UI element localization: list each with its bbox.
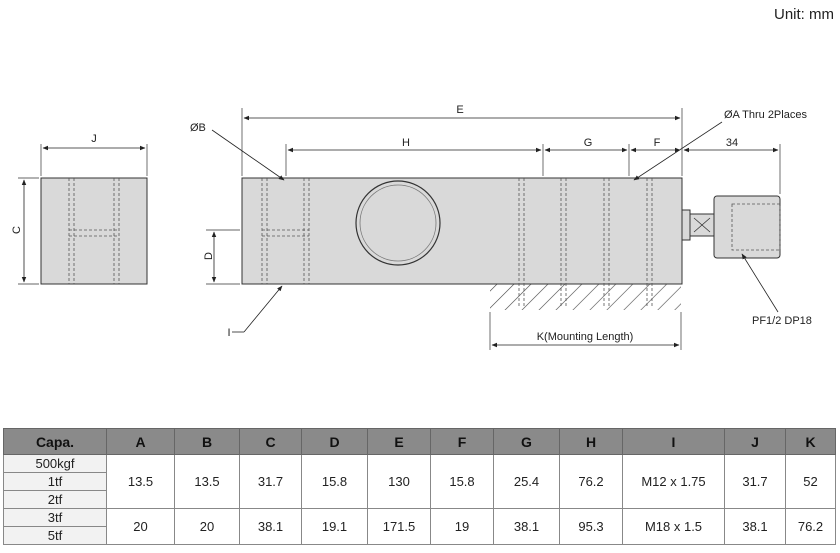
table-header-row: Capa. A B C D E F G H I J K <box>3 428 836 455</box>
value-cell: M18 x 1.5 <box>622 508 725 545</box>
value-cell: 171.5 <box>367 508 431 545</box>
capacity-cell: 2tf <box>3 490 107 509</box>
capacity-cell: 1tf <box>3 472 107 491</box>
dim-label-34: 34 <box>726 137 738 149</box>
header-cell: J <box>724 428 786 455</box>
value-cell: 15.8 <box>430 454 494 509</box>
table-row: 2tf <box>3 490 836 509</box>
dim-label-i: I <box>227 327 230 339</box>
value-cell: 20 <box>106 508 175 545</box>
cable-connector <box>681 195 781 259</box>
header-cell: Capa. <box>3 428 107 455</box>
capacity-cell: 5tf <box>3 526 107 545</box>
header-cell: B <box>174 428 240 455</box>
value-cell: M12 x 1.75 <box>622 454 725 509</box>
dim-label-c: C <box>11 226 23 234</box>
capacity-cell: 500kgf <box>3 454 107 473</box>
mounting-holes <box>518 178 653 306</box>
mounting-surface-hatch <box>490 284 681 310</box>
value-cell: 130 <box>367 454 431 509</box>
unit-label: Unit: mm <box>774 6 834 23</box>
dim-label-k: K(Mounting Length) <box>537 331 634 343</box>
value-cell: 76.2 <box>785 508 836 545</box>
table-row: 500kgf 13.5 13.5 31.7 15.8 130 15.8 25.4… <box>3 454 836 509</box>
spec-table: Capa. A B C D E F G H I J K 500kgf 13.5 … <box>3 428 836 545</box>
value-cell: 76.2 <box>559 454 623 509</box>
load-hole <box>261 178 310 284</box>
value-cell: 31.7 <box>239 454 302 509</box>
end-view: J C <box>11 133 148 285</box>
header-cell: H <box>559 428 623 455</box>
value-cell: 13.5 <box>174 454 240 509</box>
value-cell: 20 <box>174 508 240 545</box>
dim-label-d: D <box>203 252 215 260</box>
dim-label-g: G <box>584 137 593 149</box>
dim-label-j: J <box>91 133 97 145</box>
header-cell: I <box>622 428 725 455</box>
header-cell: K <box>785 428 836 455</box>
value-cell: 19.1 <box>301 508 368 545</box>
gauge-pocket <box>355 180 441 266</box>
dim-label-h: H <box>402 137 410 149</box>
value-cell: 38.1 <box>493 508 560 545</box>
value-cell: 25.4 <box>493 454 560 509</box>
dim-label-f: F <box>654 137 661 149</box>
header-cell: E <box>367 428 431 455</box>
dim-label-b: ØB <box>190 122 206 134</box>
value-cell: 95.3 <box>559 508 623 545</box>
header-cell: D <box>301 428 368 455</box>
value-cell: 38.1 <box>239 508 302 545</box>
load-cell-body <box>241 177 683 285</box>
header-cell: A <box>106 428 175 455</box>
header-cell: C <box>239 428 302 455</box>
value-cell: 19 <box>430 508 494 545</box>
dimension-drawing: J C <box>11 104 812 350</box>
value-cell: 38.1 <box>724 508 786 545</box>
header-cell: G <box>493 428 560 455</box>
table-row: 3tf 20 20 38.1 19.1 171.5 19 38.1 95.3 M… <box>3 508 836 545</box>
value-cell: 15.8 <box>301 454 368 509</box>
header-cell: F <box>430 428 494 455</box>
dim-label-a: ØA Thru 2Places <box>724 109 807 121</box>
table-row: 1tf <box>3 472 836 491</box>
side-view: E H G F 34 ØB ØA Thru 2Places D I K(Mo <box>190 104 812 350</box>
capacity-cell: 3tf <box>3 508 107 527</box>
value-cell: 52 <box>785 454 836 509</box>
end-view-thread-hole <box>68 178 120 284</box>
dim-label-pf: PF1/2 DP18 <box>752 315 812 327</box>
dim-label-e: E <box>456 104 463 116</box>
value-cell: 13.5 <box>106 454 175 509</box>
end-view-body <box>40 177 148 285</box>
table-row: 5tf <box>3 526 836 545</box>
value-cell: 31.7 <box>724 454 786 509</box>
